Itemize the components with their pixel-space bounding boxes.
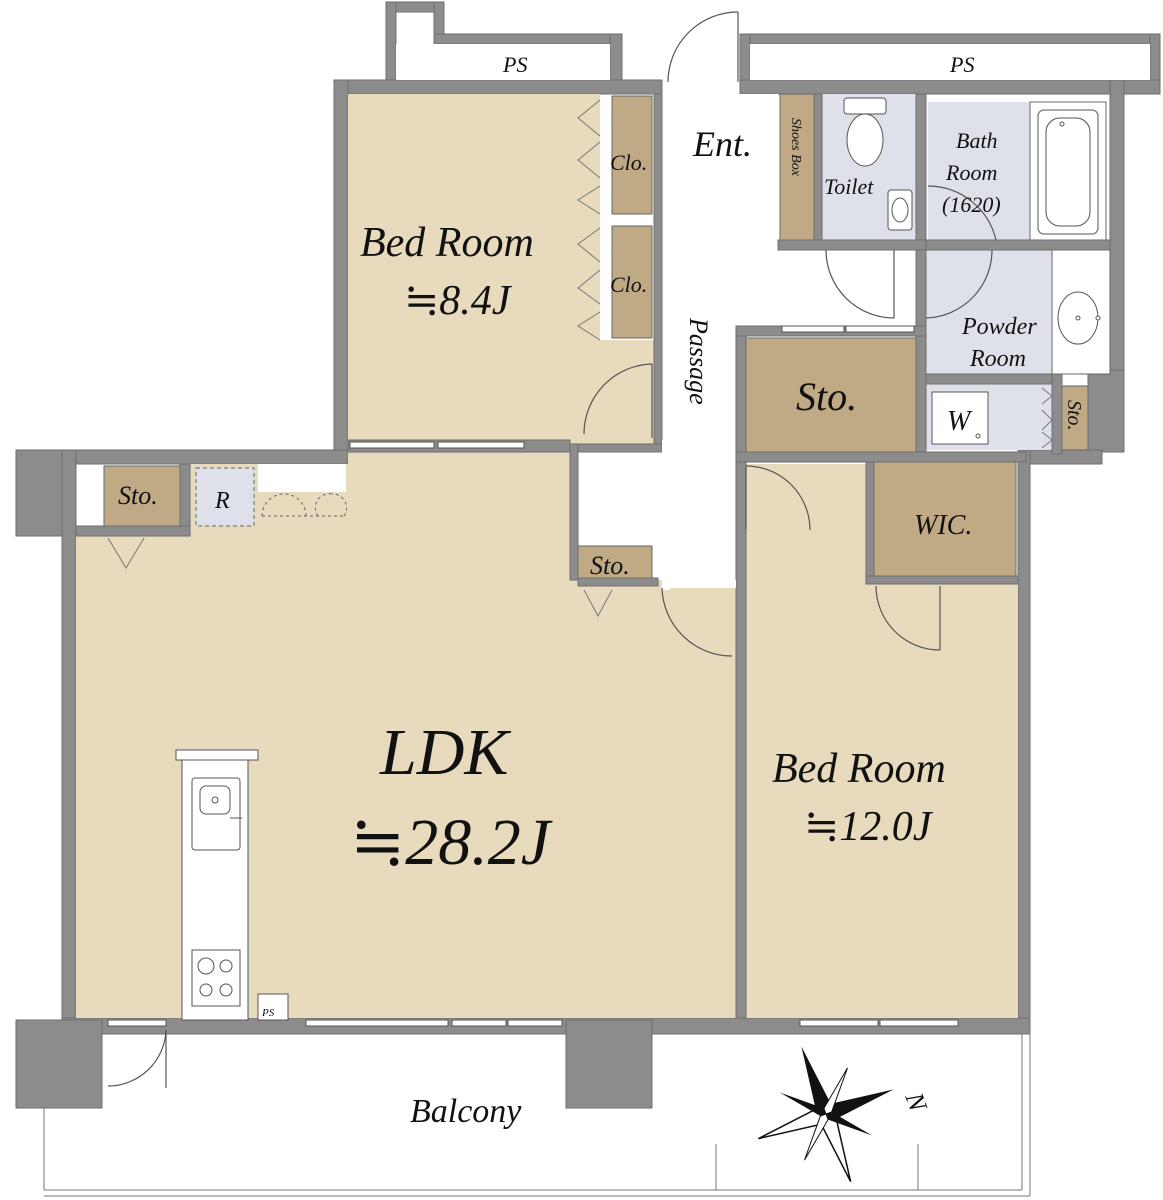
storage-right: [1061, 385, 1089, 451]
washbasin-icon: [1057, 291, 1101, 345]
toilet-label: Toilet: [824, 174, 874, 199]
passage: [662, 196, 736, 656]
toilet-icon: [843, 97, 913, 231]
pantry-doors: [261, 493, 347, 517]
ps-right: [750, 44, 1150, 80]
washer-icon: [931, 391, 989, 445]
closet-1: [611, 95, 653, 215]
closet-2-label: Clo.: [610, 272, 647, 297]
refrigerator-label: R: [214, 488, 230, 514]
bath-label-2: Room: [945, 160, 997, 185]
entrance-label: Ent.: [692, 124, 752, 164]
closet-1-label: Clo.: [610, 150, 647, 175]
bedroom1-size: ≒8.4J: [404, 278, 513, 324]
bedroom2-size: ≒12.0J: [804, 804, 934, 850]
powder-label-1: Powder: [961, 314, 1037, 340]
bath-room: [928, 102, 1030, 240]
ps-left-label: PS: [502, 52, 527, 77]
bedroom1-name: Bed Room: [360, 220, 534, 266]
kitchen-counter: [175, 749, 289, 1021]
closet-2: [611, 225, 653, 339]
compass-icon: [758, 1046, 894, 1182]
doors: [107, 11, 997, 1088]
walk-in-closet: [873, 461, 1017, 577]
ldk-size: ≒28.2J: [350, 806, 553, 879]
closet-doors: [107, 99, 1053, 618]
bath-label-1: Bath: [956, 128, 998, 153]
refrigerator-space: [195, 467, 255, 527]
bathtub-icon: [1037, 109, 1099, 235]
storage-ldk-left: [103, 465, 181, 527]
shoes-box-label: Shoes Box: [788, 118, 803, 177]
shoes-box: [779, 93, 815, 241]
ps-right-label: PS: [949, 52, 974, 77]
windows: [107, 325, 959, 1027]
washer-label: W: [947, 406, 973, 437]
storage-ldk-mid-label: Sto.: [590, 551, 630, 580]
bedroom-1: [348, 94, 600, 444]
north-label: N: [899, 1088, 933, 1117]
storage-ldk-mid: [577, 545, 653, 581]
storage-right-label: Sto.: [1063, 400, 1085, 431]
powder-label-2: Room: [969, 346, 1026, 372]
bedroom-2: [746, 464, 1018, 1018]
bedroom2-name: Bed Room: [772, 746, 946, 792]
ps-kitchen-label: PS: [261, 1007, 275, 1019]
balcony: [43, 1030, 1031, 1197]
storage-ldk-left-label: Sto.: [118, 481, 158, 510]
storage-center-label: Sto.: [796, 374, 857, 419]
entrance: [662, 94, 778, 196]
ps-left: [396, 44, 610, 80]
wic-label: WIC.: [914, 510, 972, 541]
balcony-label: Balcony: [410, 1093, 522, 1130]
bath-label-3: (1620): [942, 192, 1001, 217]
passage-label: Passage: [684, 317, 713, 405]
ldk-name: LDK: [379, 716, 511, 789]
